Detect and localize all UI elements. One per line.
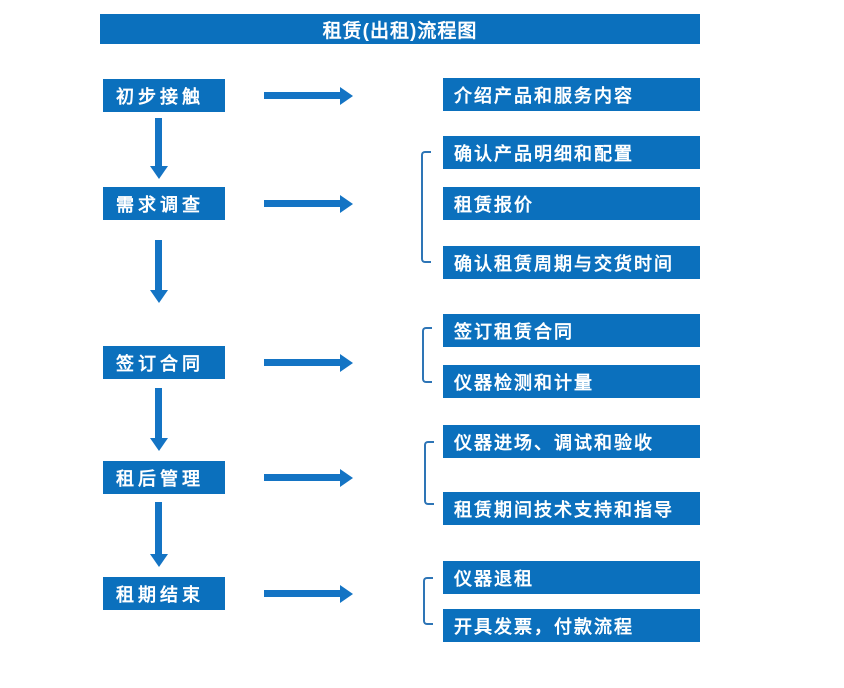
detail-box-confirm-period: 确认租赁周期与交货时间 <box>443 246 700 279</box>
down-arrow-1 <box>155 118 162 166</box>
step-box-post-rental-management: 租后管理 <box>103 461 225 494</box>
group-bracket-rental-end <box>423 577 433 625</box>
detail-box-invoice-payment: 开具发票，付款流程 <box>443 609 700 642</box>
detail-box-instrument-setup: 仪器进场、调试和验收 <box>443 425 700 458</box>
detail-box-sign-rental-contract: 签订租赁合同 <box>443 314 700 347</box>
group-bracket-post-management <box>424 441 434 505</box>
step-box-initial-contact: 初步接触 <box>103 79 225 112</box>
right-arrow-3 <box>264 359 340 366</box>
right-arrow-5 <box>264 590 340 597</box>
down-arrow-4 <box>155 502 162 554</box>
chart-title: 租赁(出租)流程图 <box>100 14 700 44</box>
right-arrow-1 <box>264 92 340 99</box>
down-arrow-2 <box>155 240 162 290</box>
detail-box-instrument-testing: 仪器检测和计量 <box>443 365 700 398</box>
step-box-rental-end: 租期结束 <box>103 577 225 610</box>
step-box-demand-survey: 需求调查 <box>103 187 225 220</box>
detail-box-intro-products: 介绍产品和服务内容 <box>443 78 700 111</box>
right-arrow-2 <box>264 200 340 207</box>
detail-box-rental-quote: 租赁报价 <box>443 187 700 220</box>
group-bracket-contract <box>422 327 432 383</box>
group-bracket-demand-survey <box>421 151 431 263</box>
detail-box-tech-support: 租赁期间技术支持和指导 <box>443 492 700 525</box>
detail-box-confirm-config: 确认产品明细和配置 <box>443 136 700 169</box>
down-arrow-3 <box>155 388 162 438</box>
right-arrow-4 <box>264 474 340 481</box>
detail-box-instrument-return: 仪器退租 <box>443 561 700 594</box>
step-box-contract-signing: 签订合同 <box>103 346 225 379</box>
